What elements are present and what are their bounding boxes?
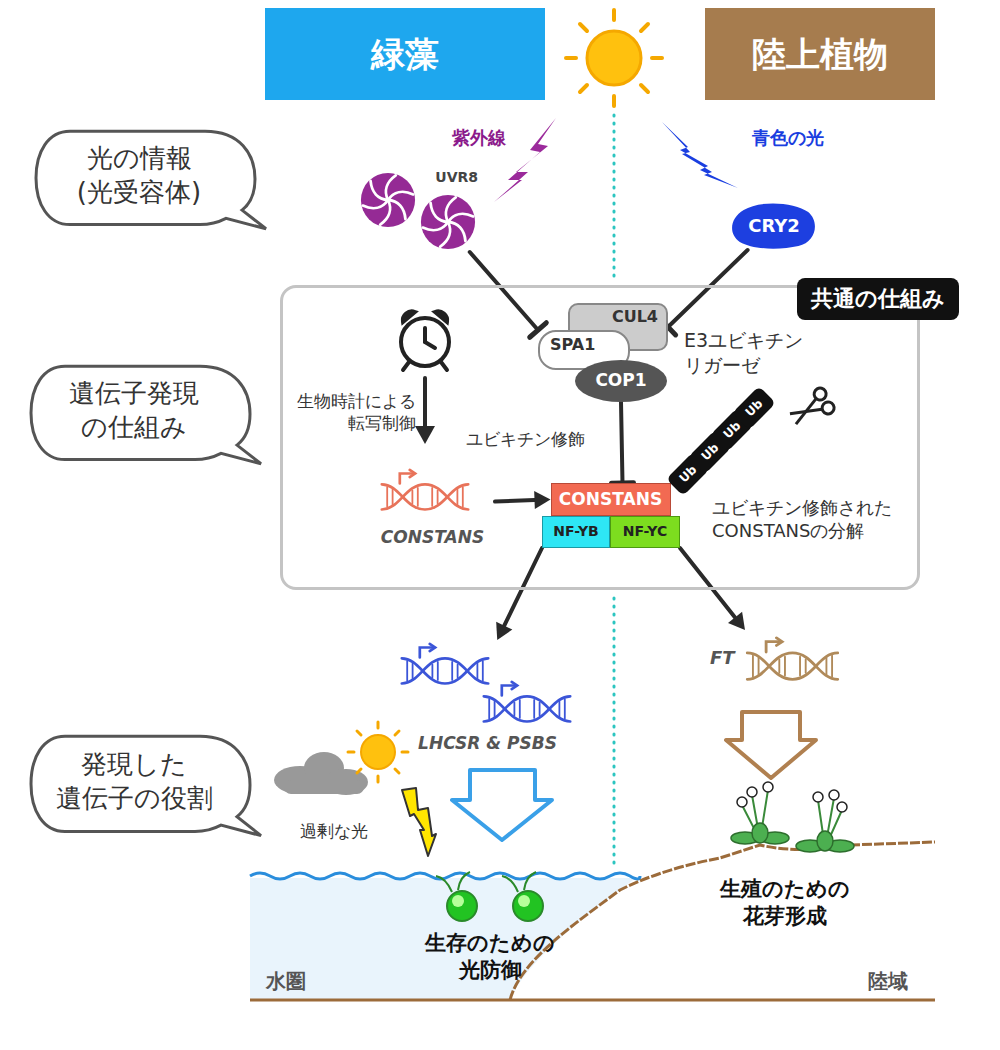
edge-label: ユビキチン修飾 xyxy=(466,428,585,450)
gene: LHCSR & PSBS xyxy=(390,640,585,756)
water xyxy=(250,878,636,1000)
connector-line xyxy=(504,548,542,626)
protein-box: NF-YC xyxy=(610,516,680,548)
speech-bubble: 遺伝子発現 の仕組み xyxy=(25,360,265,470)
speech-bubble: 発現した 遺伝子の役割 xyxy=(25,730,265,842)
header-band-text: 緑藻 xyxy=(371,33,439,76)
gene-icon xyxy=(484,682,570,722)
annotation-label: 生存のための 光防御 xyxy=(410,930,570,985)
protein-box-text: NF-YB xyxy=(553,523,598,541)
annotation-label: ユビキチン修飾された CONSTANSの分解 xyxy=(712,496,916,543)
header-band-text: 陸上植物 xyxy=(752,33,888,76)
gene: FT xyxy=(700,630,850,686)
yellow-lightning xyxy=(402,788,436,856)
algae xyxy=(436,872,543,921)
ubiquitin-tag-text: Ub xyxy=(742,396,766,420)
photoreceptor-text: CRY2 xyxy=(748,215,800,238)
common-mechanism-box-text: 共通の仕組み xyxy=(797,278,959,320)
clock-arrow xyxy=(415,378,435,444)
protein-box: CONSTANS xyxy=(551,483,671,516)
connector xyxy=(496,548,542,640)
arrowhead xyxy=(728,612,745,630)
node-outline-path xyxy=(732,203,815,248)
node-outline-path xyxy=(31,366,261,464)
photoreceptor-text: UVR8 xyxy=(435,169,478,187)
annotation-label: 生殖のための 花芽形成 xyxy=(705,876,865,931)
small-sun xyxy=(348,722,408,782)
uvr8-icon xyxy=(361,173,415,227)
gene-icon xyxy=(747,638,837,679)
protein-box-text: NF-YC xyxy=(623,523,668,541)
annotation-label: E3ユビキチン リガーゼ xyxy=(684,328,814,377)
annotation-label: 生物時計による 転写制御 xyxy=(288,390,416,434)
sun xyxy=(566,10,662,106)
connector-line xyxy=(621,402,623,483)
header-band: 緑藻 xyxy=(265,8,545,100)
protein-ellipse-text: COP1 xyxy=(595,370,646,391)
annotation-label: 紫外線 xyxy=(452,126,506,149)
scissors-icon xyxy=(786,386,836,431)
clock-icon xyxy=(401,311,449,370)
node-outline-path xyxy=(31,736,261,835)
protein-box-text: CUL4 xyxy=(612,307,658,327)
protein-box-text: SPA1 xyxy=(550,335,595,355)
uvr8-icon xyxy=(421,195,475,249)
annotation-label: 水圏 xyxy=(266,968,306,994)
gene-text: CONSTANS xyxy=(381,527,484,548)
hollow-arrow xyxy=(726,712,816,778)
gene-text: FT xyxy=(710,647,735,670)
speech-bubble-text: 光の情報 (光受容体) xyxy=(47,142,232,210)
water-surface xyxy=(250,873,640,879)
protein-ellipse: COP1 xyxy=(575,360,667,402)
header-band: 陸上植物 xyxy=(705,8,935,100)
annotation-label: 過剰な光 xyxy=(300,820,368,842)
flowering-plants xyxy=(731,782,854,852)
gene-text: LHCSR & PSBS xyxy=(418,733,557,754)
connector xyxy=(612,402,634,483)
connector-line xyxy=(680,548,735,617)
speech-bubble: 光の情報 (光受容体) xyxy=(30,125,270,235)
photoreceptor: UVR8 xyxy=(355,165,490,252)
annotation-label: 陸域 xyxy=(868,968,908,994)
connector xyxy=(470,252,547,337)
ground-base xyxy=(250,999,935,1002)
gene: CONSTANS xyxy=(370,468,495,548)
node-outline-path xyxy=(36,131,266,229)
blue-lightning xyxy=(662,122,738,188)
connector-line xyxy=(668,250,748,327)
ground-line xyxy=(510,842,935,1000)
connector xyxy=(495,491,551,509)
arrowhead xyxy=(534,491,550,509)
protein-box-text: CONSTANS xyxy=(559,489,662,510)
speech-bubble-text: 発現した 遺伝子の役割 xyxy=(42,748,227,816)
connector xyxy=(660,250,747,335)
connector-line xyxy=(495,500,535,501)
gene-icon xyxy=(382,470,468,510)
gene-icon xyxy=(402,644,488,684)
connector-line xyxy=(470,252,538,330)
speech-bubble-text: 遺伝子発現 の仕組み xyxy=(42,377,227,445)
hollow-arrow xyxy=(452,770,552,840)
photoreceptor: CRY2 xyxy=(730,202,818,250)
arrowhead xyxy=(496,622,512,640)
common-mechanism-box: 共通の仕組みCUL4SPA1COP1CONSTANSCONSTANSNF-YBN… xyxy=(280,285,920,590)
cloud xyxy=(274,752,368,795)
protein-box: NF-YB xyxy=(542,516,610,548)
annotation-label: 青色の光 xyxy=(752,126,824,149)
